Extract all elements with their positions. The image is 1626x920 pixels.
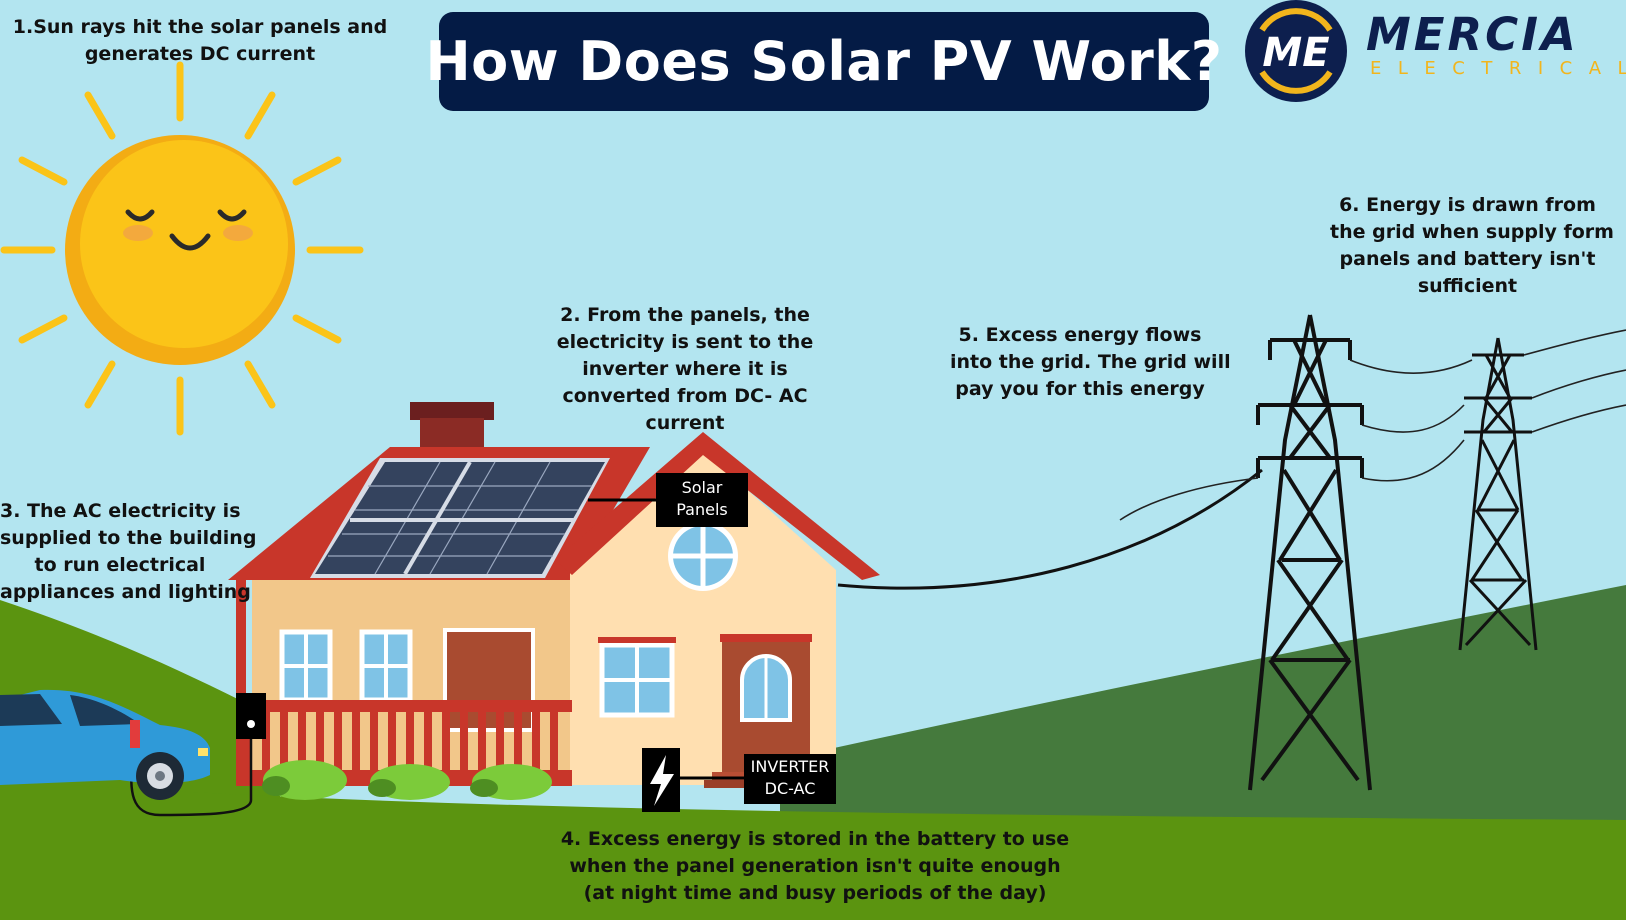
- pylon-icon-large: [1248, 314, 1372, 791]
- grid-wires: [1119, 329, 1626, 521]
- title-banner: How Does Solar PV Work?: [425, 12, 1222, 111]
- electric-car-icon: [0, 689, 210, 800]
- step-5-line: into the grid. The grid will: [950, 351, 1231, 373]
- step-3-caption: 3. The AC electricity is supplied to the…: [0, 498, 257, 606]
- step-6-line: 6. Energy is drawn from: [1339, 194, 1596, 216]
- step-2-line: 2. From the panels, the: [560, 304, 810, 326]
- step-5-line: pay you for this energy: [955, 378, 1205, 400]
- step-3-line: to run electrical: [34, 554, 206, 576]
- brand-subtitle: ELECTRICAL: [1370, 58, 1626, 79]
- step-1-line: generates DC current: [84, 43, 316, 65]
- step-5-line: 5. Excess energy flows: [958, 324, 1202, 346]
- logo-monogram: ME: [1262, 30, 1329, 76]
- step-6-line: panels and battery isn't: [1339, 248, 1596, 270]
- step-2-line: electricity is sent to the: [556, 331, 814, 353]
- solar-panels-label-line: Solar: [681, 478, 723, 497]
- brand-logo: MERCIA ELECTRICAL: [1242, 0, 1626, 105]
- step-4-line: (at night time and busy periods of the d…: [583, 882, 1047, 904]
- step-2-line: converted from DC- AC: [562, 385, 808, 407]
- house-illustration: [228, 402, 880, 800]
- step-3-line: appliances and lighting: [0, 581, 251, 603]
- step-2-line: inverter where it is: [582, 358, 788, 380]
- inverter-label-line: INVERTER: [750, 757, 830, 776]
- inverter-label-line: DC-AC: [764, 779, 816, 798]
- step-5-caption: 5. Excess energy flows into the grid. Th…: [950, 322, 1231, 403]
- charger-box: [236, 693, 266, 739]
- step-1-line: 1.Sun rays hit the solar panels and: [12, 16, 388, 38]
- solar-panels-label-line: Panels: [676, 500, 728, 519]
- brand-name: MERCIA: [1366, 8, 1579, 61]
- step-2-caption: 2. From the panels, the electricity is s…: [545, 302, 825, 437]
- pylon-icon-small: [1458, 337, 1538, 651]
- lightning-bolt-icon: [642, 748, 680, 812]
- smiling-sun-icon: [0, 61, 364, 436]
- power-line: [837, 468, 1263, 590]
- solar-panel-array: [310, 458, 610, 578]
- mercia-logo-icon: [1245, 0, 1347, 102]
- step-6-caption: 6. Energy is drawn from the grid when su…: [1330, 192, 1614, 300]
- light-green-ground: [0, 780, 1626, 920]
- page-title: How Does Solar PV Work?: [425, 30, 1223, 93]
- step-2-line: current: [645, 412, 725, 434]
- step-4-line: when the panel generation isn't quite en…: [569, 855, 1061, 877]
- step-3-line: supplied to the building: [0, 527, 257, 549]
- charging-cable: [130, 739, 253, 817]
- solar-panels-label: Solar Panels: [656, 473, 748, 527]
- step-3-line: 3. The AC electricity is: [0, 500, 241, 522]
- inverter-label: INVERTER DC-AC: [744, 754, 836, 804]
- step-6-line: sufficient: [1417, 275, 1518, 297]
- step-4-caption: 4. Excess energy is stored in the batter…: [555, 826, 1075, 907]
- step-1-caption: 1.Sun rays hit the solar panels and gene…: [10, 14, 390, 68]
- step-4-line: 4. Excess energy is stored in the batter…: [560, 828, 1070, 850]
- step-6-line: the grid when supply form: [1330, 221, 1614, 243]
